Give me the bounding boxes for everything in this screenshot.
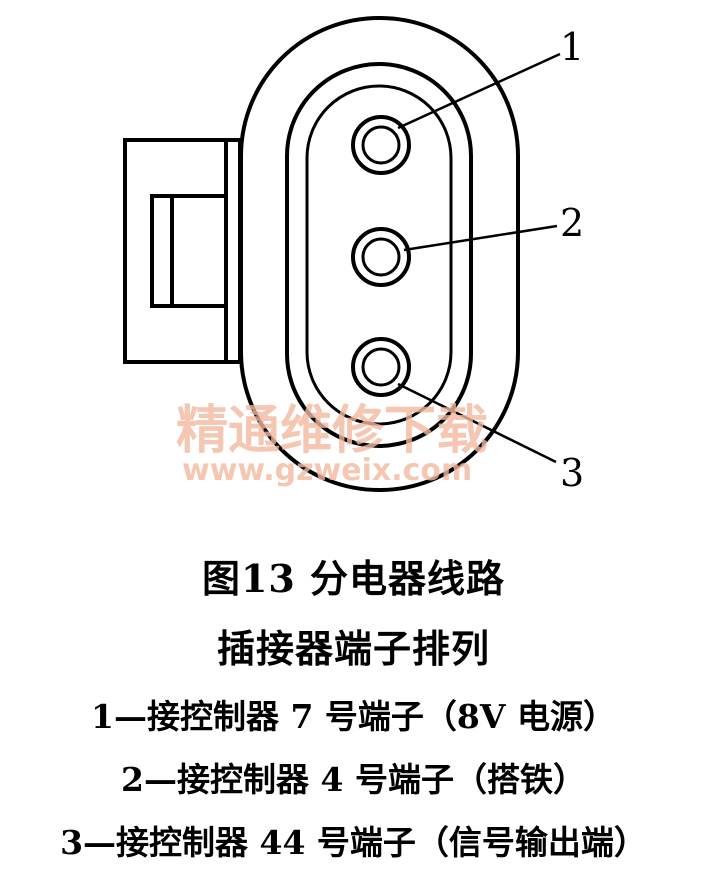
latch-outer (123, 138, 242, 364)
legend-item-3: 3—接控制器 44 号端子（信号输出端） (60, 823, 647, 862)
figure-subtitle: 插接器端子排列 (216, 626, 490, 671)
leader-line-3 (397, 382, 557, 464)
pin-2 (351, 227, 411, 287)
connector-middle-shell (285, 62, 473, 448)
pin-label-3: 3 (560, 451, 584, 495)
watermark-text: 精通维修下载 (176, 401, 488, 461)
pin-label-1: 1 (560, 25, 584, 69)
leader-line-1 (397, 52, 561, 130)
pin-label-2: 2 (560, 201, 584, 245)
legend-item-2: 2—接控制器 4 号端子（搭铁） (121, 760, 586, 799)
watermark-url: www.gzweix.com (182, 453, 472, 488)
connector-inner-shell (305, 84, 453, 426)
figure-title: 图13 分电器线路 (201, 556, 506, 601)
connector-diagram: 1 2 3 精通维修下载 www.gzweix.com (123, 16, 584, 495)
pin-1 (351, 115, 411, 175)
latch-inner (150, 194, 228, 308)
pin-3 (351, 337, 411, 397)
leader-line-2 (403, 224, 558, 252)
legend-item-1: 1—接控制器 7 号端子（8V 电源） (91, 697, 616, 736)
